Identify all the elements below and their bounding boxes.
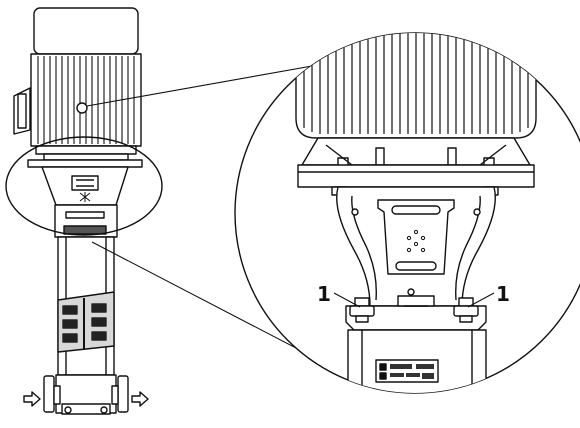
callout-label-left: 1 [317, 282, 331, 306]
outlet-flange [117, 375, 129, 413]
detail-flange-plate [297, 164, 535, 188]
zoom-origin-marker [76, 102, 88, 114]
inlet-flange [43, 375, 55, 413]
motor-cooling-fins [37, 56, 135, 144]
impeller-cutaway [57, 291, 115, 353]
overview-pump [13, 7, 149, 415]
detail-coupling-guard [377, 199, 455, 275]
motor-top-cover [33, 7, 139, 55]
detail-bolt-left [349, 297, 375, 323]
detail-bolt-right [453, 297, 479, 323]
detail-motor-flange [301, 137, 531, 166]
pump-nameplate-small [63, 225, 107, 235]
detail-view [295, 33, 537, 393]
detail-circle-small [5, 136, 163, 236]
callout-leaders [333, 292, 495, 308]
motor-flange [35, 145, 137, 155]
detail-nameplate [375, 359, 439, 383]
coupling-star-icon [79, 192, 91, 202]
flange-plate [27, 159, 143, 168]
detail-coupling-holes-icon [406, 229, 426, 253]
outlet-flow-arrow-icon [131, 391, 149, 407]
inlet-flow-arrow-icon [23, 391, 41, 407]
callout-label-right: 1 [496, 282, 510, 306]
